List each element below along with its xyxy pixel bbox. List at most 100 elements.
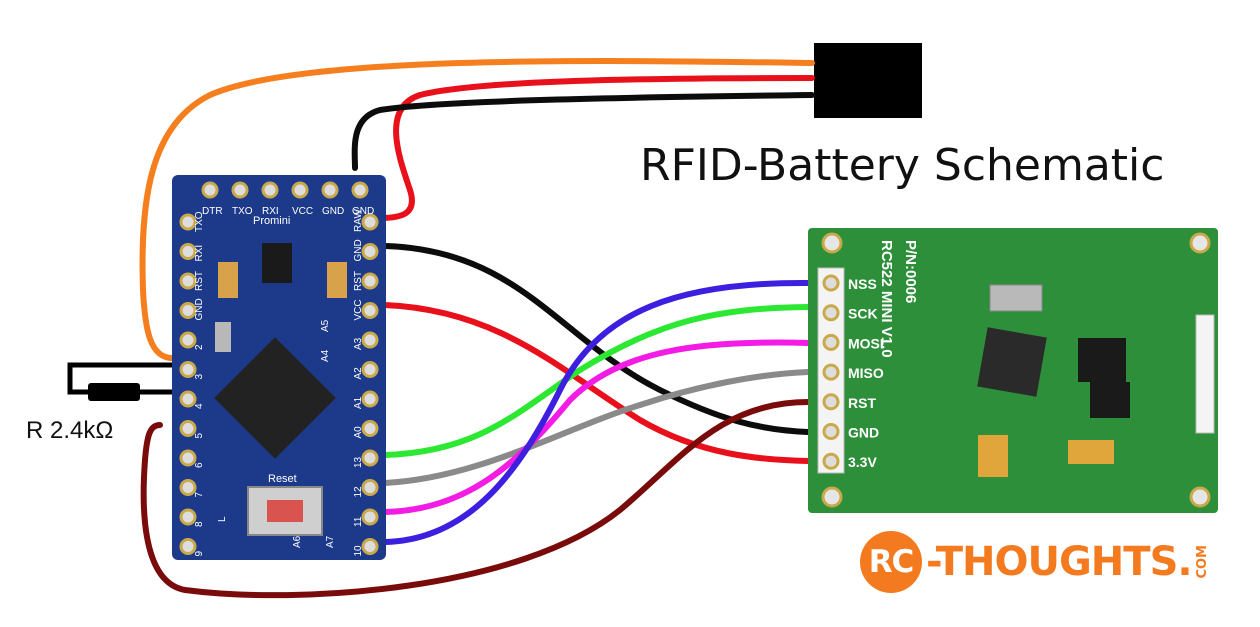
- diagram-title: RFID-Battery Schematic: [640, 140, 1165, 191]
- regulator-chip: [262, 243, 292, 283]
- arduino-left-pin-label: 5: [194, 433, 205, 439]
- arduino-left-pin-label: 7: [194, 492, 205, 498]
- resistor-body: [88, 383, 140, 401]
- arduino-right-pin-hole: [361, 508, 379, 526]
- arduino-top-pin-hole: [231, 181, 249, 199]
- arduino-right-pin-hole: [361, 331, 379, 349]
- wire-gray-miso: [382, 369, 811, 486]
- arduino-right-pin-hole: [361, 449, 379, 467]
- wire-blue-nss: [382, 279, 811, 545]
- arduino-right-pin-hole: [361, 538, 379, 555]
- arduino-left-pin-hole: [179, 213, 197, 231]
- wire-green-sck: [382, 304, 811, 458]
- rc522-pin-holes: [822, 274, 840, 470]
- wire-darkred-rst: [140, 399, 811, 599]
- arduino-left-pin-hole: [179, 302, 197, 319]
- mount-hole-tl: [821, 232, 843, 254]
- rc522-chip: [977, 327, 1047, 397]
- logo-suffix: COM: [1194, 545, 1210, 579]
- arduino-top-pin-label: GND: [322, 206, 344, 217]
- inductor-1: [1078, 338, 1126, 382]
- arduino-right-pin-label: 12: [353, 486, 364, 498]
- arduino-left-pin-label: RST: [194, 271, 205, 291]
- arduino-right-pin-label: A0: [353, 426, 364, 439]
- rc522-pin-hole: [822, 304, 840, 322]
- mount-hole-br: [1189, 486, 1211, 508]
- arduino-left-pin-label: 8: [194, 521, 205, 527]
- rc522-pin-label: GND: [848, 425, 879, 441]
- arduino-right-pin-label: A2: [353, 367, 364, 380]
- arduino-extra-label: A5: [320, 319, 331, 332]
- arduino-left-pin-label: 2: [194, 344, 205, 350]
- arduino-top-pin-hole: [321, 181, 339, 199]
- arduino-right-pin-label: RAW: [353, 208, 364, 232]
- mount-hole-tr: [1189, 232, 1211, 254]
- arduino-left-pin-hole: [179, 361, 197, 378]
- arduino-right-pin-label: GND: [353, 239, 364, 261]
- arduino-right-pin-label: A1: [353, 396, 364, 409]
- logo-rc-circle: RC: [860, 531, 922, 593]
- capacitor-left: [218, 262, 238, 298]
- arduino-right-pin-label: A3: [353, 337, 364, 350]
- arduino-top-pin-hole: [291, 181, 309, 199]
- arduino-left-pin-label: TXO: [194, 211, 205, 232]
- capacitor-right: [327, 262, 347, 298]
- arduino-left-pin-hole: [179, 390, 197, 408]
- arduino-right-pin-label: 13: [353, 456, 364, 468]
- part-number-label: P/N:0006: [902, 240, 919, 303]
- capacitor-c5: [978, 435, 1008, 477]
- mount-hole-bl: [821, 486, 843, 508]
- arduino-left-pin-hole: [179, 243, 197, 260]
- arduino-left-pin-label: 6: [194, 462, 205, 468]
- arduino-top-pin-label: GND: [352, 206, 374, 217]
- inductor-2: [1090, 382, 1130, 418]
- wire-magenta-mosi: [382, 339, 811, 515]
- atmega-chip: [214, 337, 336, 459]
- wire-red-battery: [377, 75, 815, 221]
- arduino-right-pin-hole: [361, 272, 379, 290]
- rc522-pin-hole: [822, 452, 840, 470]
- rc522-pin-label: RST: [848, 395, 876, 411]
- arduino-left-pin-hole: [179, 538, 197, 555]
- resistor-lead-top: [67, 362, 175, 395]
- rc522-pin-label: 3.3V: [848, 454, 877, 470]
- rc522-pin-hole: [822, 393, 840, 411]
- arduino-left-pin-hole: [179, 449, 197, 467]
- battery-block: [814, 43, 922, 118]
- arduino-left-pin-label: 4: [194, 403, 205, 409]
- reset-button-cap: [267, 500, 303, 522]
- wire-black-gnd: [382, 243, 811, 435]
- arduino-extra-label: A4: [320, 349, 331, 362]
- rc522-pin-hole: [822, 274, 840, 292]
- resistor-label: R 2.4kΩ: [26, 417, 114, 444]
- rc522-pin-hole: [822, 363, 840, 381]
- arduino-right-pin-label: VCC: [353, 299, 364, 320]
- arduino-left-pin-label: 3: [194, 374, 205, 380]
- arduino-left-pin-hole: [179, 331, 197, 349]
- arduino-right-pin-label: 11: [353, 516, 364, 527]
- logo-text: -THOUGHTS.: [926, 539, 1193, 585]
- arduino-top-pin-hole: [261, 181, 279, 199]
- arduino-right-pin-hole: [361, 213, 379, 231]
- arduino-top-pin-label: DTR: [202, 206, 223, 217]
- rc522-model-label: RC522 MINI V1.0: [878, 240, 895, 358]
- arduino-left-pin-label: RXI: [194, 245, 205, 262]
- arduino-right-pin-label: 10: [353, 545, 364, 557]
- arduino-left-pin-hole: [179, 272, 197, 290]
- arduino-top-pin-hole: [351, 181, 369, 199]
- arduino-extra-label: A7: [325, 535, 336, 548]
- resistor: [67, 362, 176, 401]
- arduino-right-pin-hole: [361, 243, 379, 260]
- arduino-left-pin-hole: [179, 508, 197, 526]
- reset-label: Reset: [268, 473, 297, 485]
- arduino-right-pin-hole: [361, 302, 379, 319]
- arduino-right-pin-hole: [361, 420, 379, 437]
- arduino-top-pin-hole: [201, 181, 219, 199]
- arduino-top-pin-label: TXO: [232, 206, 253, 217]
- rc522-pin-hole: [822, 423, 840, 440]
